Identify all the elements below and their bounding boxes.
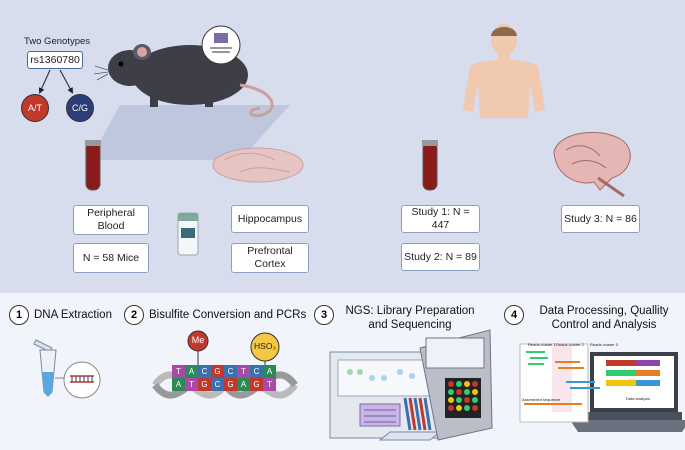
dna-base: T bbox=[172, 365, 185, 378]
study-1-box: Study 1: N = 447 bbox=[401, 205, 480, 233]
analysis-assembled-label: Assembled sequence bbox=[522, 397, 561, 402]
dna-base: G bbox=[198, 378, 211, 391]
dna-bottom-strand: A T G C G A G T bbox=[172, 378, 276, 391]
dna-base: C bbox=[224, 365, 237, 378]
dna-base: A bbox=[237, 378, 250, 391]
dna-base: T bbox=[237, 365, 250, 378]
step-1-title: DNA Extraction bbox=[34, 309, 112, 321]
snp-box: rs1360780 bbox=[27, 51, 83, 69]
peripheral-blood-box: Peripheral Blood bbox=[73, 205, 149, 235]
analysis-cluster-1: Reads cluster 1 bbox=[528, 342, 556, 347]
hso3-label: HSO₃ bbox=[254, 341, 276, 351]
analysis-cluster-2: Reads cluster 2 bbox=[556, 342, 584, 347]
dna-top-strand: T A C G C T C A bbox=[172, 365, 276, 378]
dna-base: A bbox=[263, 365, 276, 378]
hippocampus-box: Hippocampus bbox=[231, 205, 309, 233]
dna-base: G bbox=[250, 378, 263, 391]
dna-base: C bbox=[198, 365, 211, 378]
dna-base: A bbox=[172, 378, 185, 391]
step-4-number: 4 bbox=[504, 305, 524, 325]
study-2-box: Study 2: N = 89 bbox=[401, 243, 480, 271]
analysis-cluster-3: Reads cluster 3 bbox=[590, 342, 618, 347]
step-1-number: 1 bbox=[9, 305, 29, 325]
dna-base: G bbox=[211, 365, 224, 378]
n-mice-box: N = 58 Mice bbox=[73, 243, 149, 273]
methyl-label: Me bbox=[191, 335, 205, 345]
prefrontal-cortex-box: Prefrontal Cortex bbox=[231, 243, 309, 273]
allele-at-circle: A/T bbox=[21, 94, 49, 122]
step-4-title: Data Processing, Quallity Control and An… bbox=[539, 305, 669, 331]
dna-base: C bbox=[250, 365, 263, 378]
dna-base: A bbox=[185, 365, 198, 378]
dna-base: C bbox=[211, 378, 224, 391]
study-3-box: Study 3: N = 86 bbox=[561, 205, 640, 233]
genotypes-title: Two Genotypes bbox=[24, 36, 91, 47]
step-2-title: Bisulfite Conversion and PCRs bbox=[149, 309, 307, 321]
dna-base: T bbox=[263, 378, 276, 391]
step-3-number: 3 bbox=[314, 305, 334, 325]
step-2-number: 2 bbox=[124, 305, 144, 325]
step-3-title: NGS: Library Preparation and Sequencing bbox=[345, 305, 475, 331]
dna-base: G bbox=[224, 378, 237, 391]
analysis-data-label: Data analysis bbox=[626, 396, 651, 401]
dna-base: T bbox=[185, 378, 198, 391]
allele-cg-circle: C/G bbox=[66, 94, 94, 122]
